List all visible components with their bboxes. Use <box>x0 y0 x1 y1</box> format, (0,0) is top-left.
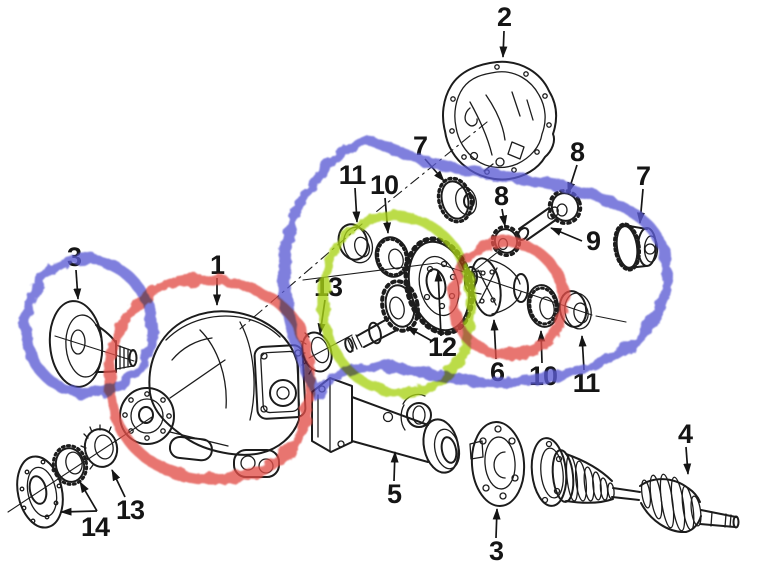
highlighter-marks <box>19 134 673 485</box>
drive-flange-left-drawing <box>48 300 138 388</box>
leader-3-bottom <box>492 508 501 539</box>
callout-8-spider-gear-lower: 8 <box>494 181 509 211</box>
line-art <box>7 60 740 534</box>
callout-4-cv-axle: 4 <box>678 419 693 449</box>
leader-14-flange <box>60 507 98 516</box>
leader-3-left <box>73 269 82 300</box>
highlight-blue-left-circle <box>19 253 158 399</box>
drive-flange-bottom-drawing <box>469 421 526 507</box>
leader-4 <box>683 446 692 475</box>
callout-1-carrier-housing: 1 <box>210 250 225 280</box>
leader-13-outer <box>111 469 126 498</box>
highlight-blue-large-circle <box>278 134 673 403</box>
callout-9-pinion-shaft: 9 <box>586 226 601 256</box>
bearing-14-drawing <box>51 444 89 486</box>
flange-14-drawing <box>16 455 64 529</box>
callout-14-flange-and-bearing: 14 <box>81 512 110 542</box>
callout-12-ring-and-pinion: 12 <box>428 332 456 362</box>
callout-3-drive-flange-bottom: 3 <box>489 536 504 566</box>
callout-13-oil-seal-outer: 13 <box>116 495 145 525</box>
leader-2 <box>499 30 508 58</box>
side-bearing-upper-drawing <box>374 236 410 278</box>
spider-gear-upper-drawing <box>547 189 583 225</box>
highlight-green-circle <box>318 210 477 398</box>
callout-2-differential-cover: 2 <box>497 2 511 32</box>
cv-axle-drawing <box>530 437 740 534</box>
leader-8-lower <box>499 208 508 227</box>
highlight-red-left-circle <box>104 274 316 485</box>
leader-12-ring <box>434 270 443 337</box>
oil-seal-outer-drawing <box>80 424 119 470</box>
leader-14-bearing <box>79 481 98 512</box>
leader-9 <box>550 227 583 242</box>
axle-tube-drawing <box>311 377 461 474</box>
pinion-bearing-rear-drawing <box>612 222 659 272</box>
side-bearing-right-drawing <box>526 284 560 328</box>
drive-pinion-drawing <box>344 279 420 353</box>
leader-11-upper <box>352 187 361 223</box>
leader-12-pinion <box>406 326 433 342</box>
differential-cover-drawing <box>442 60 558 181</box>
callout-7-pinion-bearing-rear: 7 <box>636 161 650 191</box>
leader-5 <box>390 451 399 482</box>
callout-labels: 2 7 11 10 8 8 9 7 3 1 13 12 6 10 11 5 3 … <box>67 2 694 566</box>
highlight-red-right-circle <box>448 235 570 361</box>
pinion-bearing-front-drawing <box>436 176 477 224</box>
callout-8-spider-gear-upper: 8 <box>570 137 585 167</box>
callout-11-bearing-cup-upper: 11 <box>339 160 367 190</box>
callout-5-axle-tube: 5 <box>387 479 402 509</box>
pinion-shaft-drawing <box>516 206 559 241</box>
callout-10-side-bearing-upper: 10 <box>370 170 398 200</box>
axis-line-center <box>302 262 627 323</box>
